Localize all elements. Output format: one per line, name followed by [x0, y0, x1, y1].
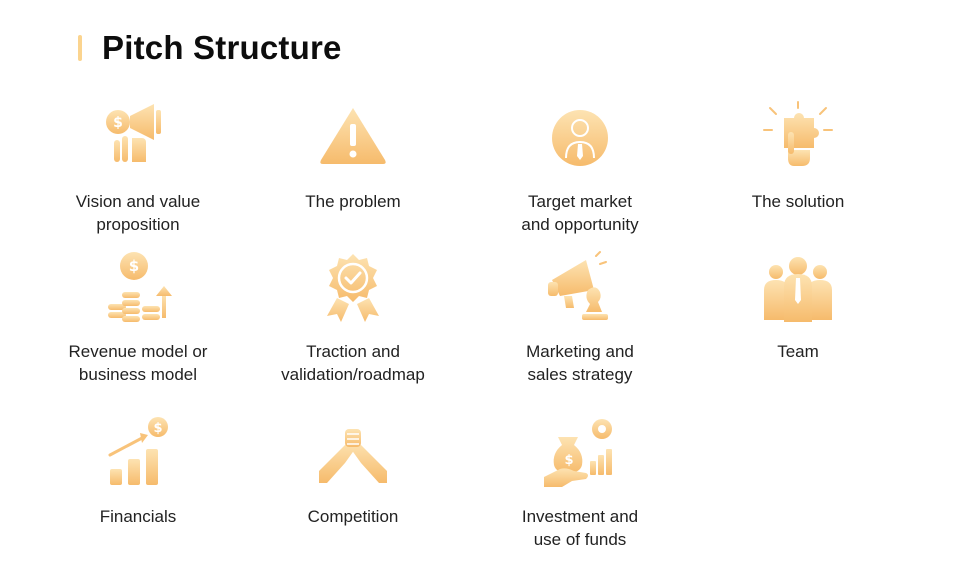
item-label: Target market and opportunity	[521, 192, 639, 234]
item-target: Target market and opportunity	[475, 100, 685, 236]
item-label: The solution	[751, 192, 845, 211]
megaphone-dollar-icon: $	[106, 104, 161, 162]
item-traction: Traction and validation/roadmap	[248, 250, 458, 386]
page-title: Pitch Structure	[102, 29, 342, 66]
item-investment: $ Investment and use of funds	[475, 415, 685, 551]
badge-check-icon	[327, 254, 379, 322]
item-label: The problem	[305, 192, 401, 211]
investment-hand-icon: $	[544, 419, 612, 487]
warning-icon	[320, 108, 386, 164]
item-marketing: Marketing and sales strategy	[475, 250, 685, 386]
financial-chart-icon: $	[108, 417, 168, 485]
svg-text:$: $	[113, 115, 123, 131]
item-label: Team	[777, 342, 819, 361]
item-solution: The solution	[693, 100, 903, 213]
puzzle-hand-icon	[763, 101, 833, 166]
item-label: Vision and value proposition	[75, 192, 201, 234]
item-label: Marketing and sales strategy	[526, 342, 634, 384]
item-label: Traction and validation/roadmap	[281, 342, 425, 384]
svg-text:$: $	[564, 453, 573, 468]
item-label: Investment and use of funds	[521, 507, 639, 549]
coins-growth-icon: $	[108, 252, 172, 322]
item-problem: The problem	[248, 100, 458, 213]
svg-text:$: $	[129, 257, 139, 275]
arm-wrestling-icon	[319, 429, 387, 483]
item-competition: Competition	[248, 415, 458, 528]
megaphone-chess-icon	[548, 251, 608, 320]
item-revenue: $ Revenue model or business model	[33, 250, 243, 386]
item-label: Financials	[99, 507, 177, 526]
target-person-icon	[542, 100, 618, 176]
item-vision: $ Vision and value proposition	[33, 100, 243, 236]
item-label: Competition	[307, 507, 399, 526]
item-team: Team	[693, 250, 903, 363]
item-label: Revenue model or business model	[68, 342, 208, 384]
team-icon	[764, 257, 832, 322]
item-financials: $ Financials	[33, 415, 243, 528]
svg-text:$: $	[153, 421, 162, 436]
page-header: Pitch Structure	[78, 26, 342, 70]
title-accent-bar	[78, 35, 82, 61]
